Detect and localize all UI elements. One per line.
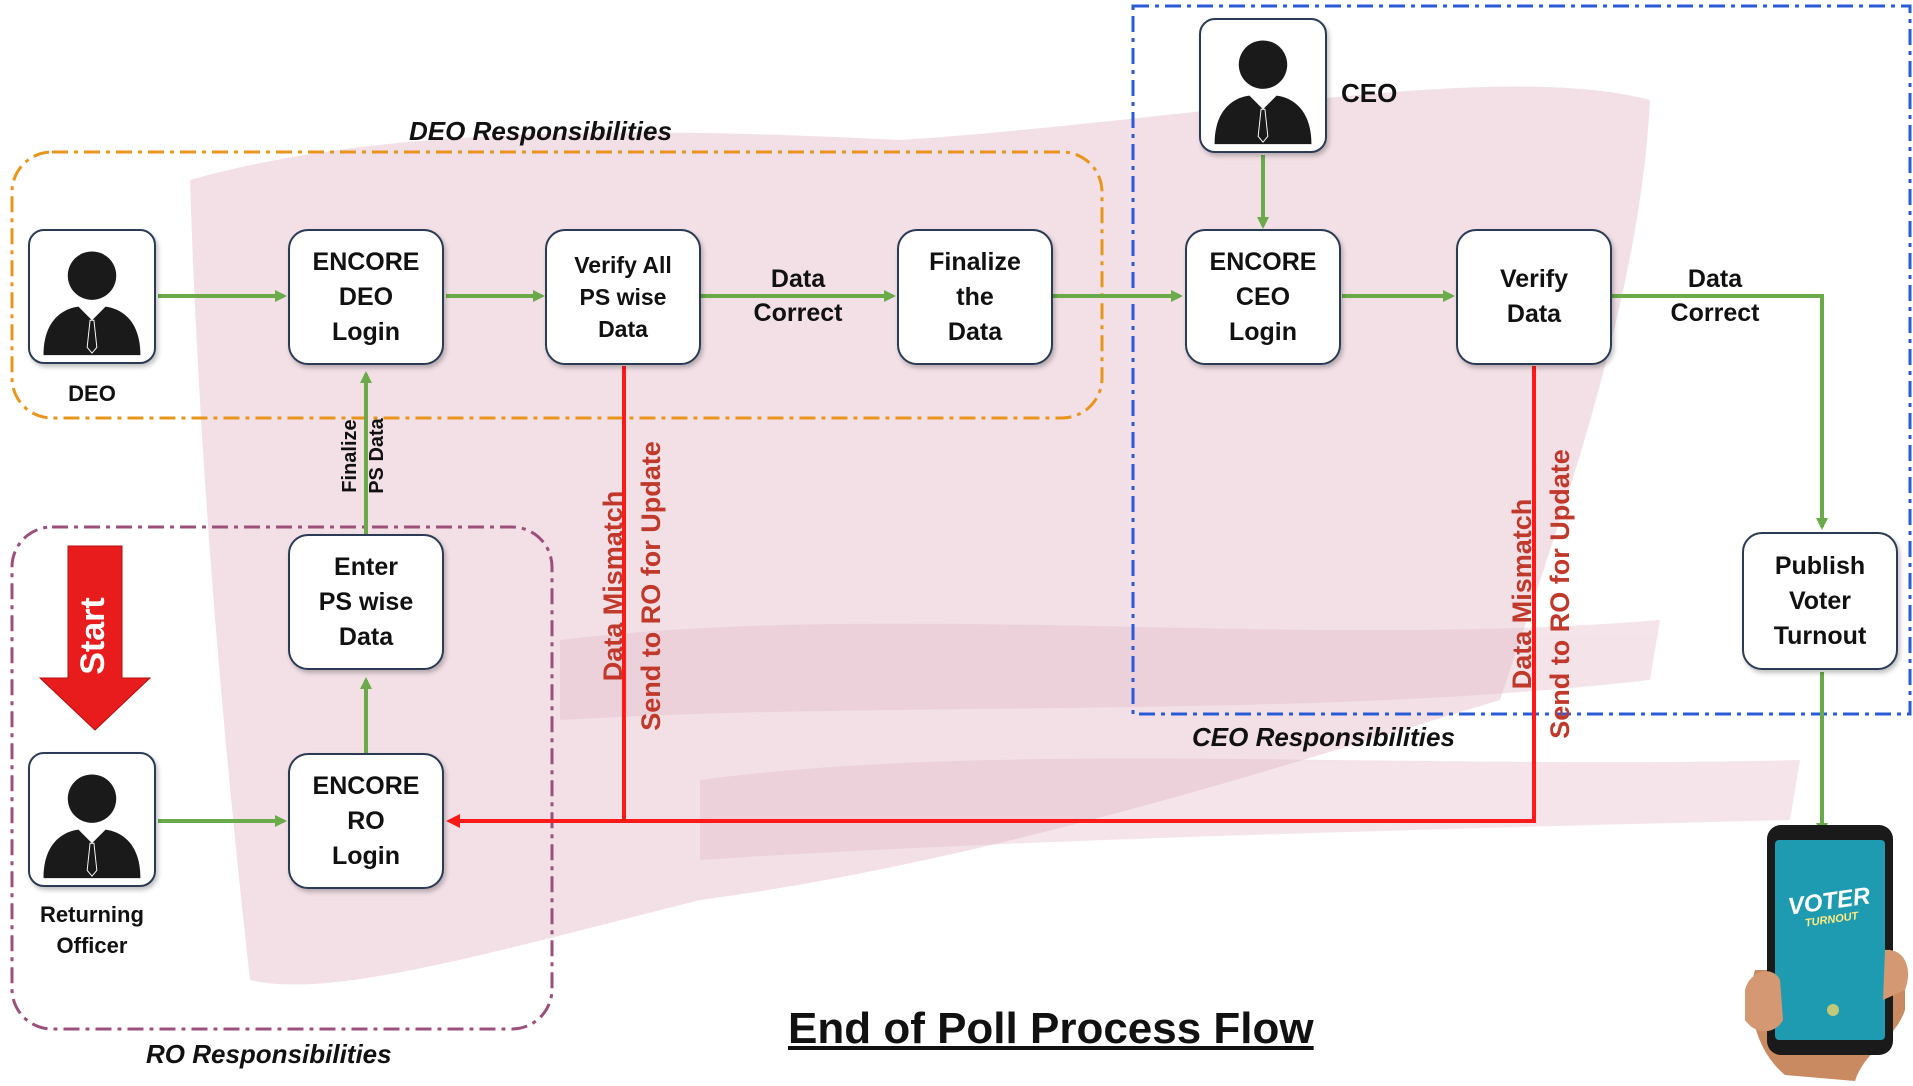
person-silhouette-icon <box>1214 40 1312 145</box>
node-publish-voter-turnout[interactable]: Publish Voter Turnout <box>1742 532 1898 670</box>
person-silhouette-icon <box>43 251 141 356</box>
deo-group-border <box>10 150 1104 420</box>
smartphone-hand-icon: VOTER TURNOUT <box>1745 820 1913 1081</box>
start-arrow-shape <box>38 545 152 731</box>
edge-label-finalize-ps-data: Finalize PS Data <box>339 418 388 494</box>
green-arrows <box>158 155 1828 835</box>
node-encore-ro-login[interactable]: ENCORE RO Login <box>288 753 444 889</box>
edge-verifydata-to-publish <box>1612 294 1828 530</box>
node-encore-deo-login[interactable]: ENCORE DEO Login <box>288 229 444 365</box>
ro-group-label: RO Responsibilities <box>146 1039 392 1069</box>
phone-graphic <box>1745 825 1909 1081</box>
edge-label-mismatch-2: Data Mismatch Send to RO for Update <box>1507 449 1575 739</box>
node-verify-data[interactable]: Verify Data <box>1456 229 1612 365</box>
node-verify-all-ps[interactable]: Verify All PS wise Data <box>545 229 701 365</box>
node-encore-ceo-login[interactable]: ENCORE CEO Login <box>1185 229 1341 365</box>
deo-group-label: DEO Responsibilities <box>409 116 672 146</box>
edge-label-mismatch-1: Data Mismatch Send to RO for Update <box>598 441 666 731</box>
ro-group-border <box>10 525 554 1031</box>
background-brush-streaks <box>560 620 1800 860</box>
node-enter-ps-data[interactable]: Enter PS wise Data <box>288 534 444 670</box>
edge-mismatch-verifydata <box>446 366 1536 828</box>
deo-avatar <box>28 229 156 364</box>
node-finalize-data[interactable]: Finalize the Data <box>897 229 1053 365</box>
ceo-avatar <box>1199 18 1327 153</box>
ceo-group-border <box>1131 4 1912 716</box>
edge-label-data-correct-1: Data Correct <box>753 265 843 327</box>
ro-avatar <box>28 752 156 887</box>
ceo-label: CEO <box>1341 78 1398 108</box>
page-title: End of Poll Process Flow <box>788 1004 1314 1053</box>
deo-label: DEO <box>68 381 116 406</box>
edge-label-data-correct-2: Data Correct <box>1670 265 1760 327</box>
person-silhouette-icon <box>43 774 141 879</box>
red-arrows <box>446 366 1536 828</box>
ceo-group-label: CEO Responsibilities <box>1192 722 1455 752</box>
start-label: Start <box>74 597 112 675</box>
ro-label: Returning Officer <box>40 902 144 958</box>
